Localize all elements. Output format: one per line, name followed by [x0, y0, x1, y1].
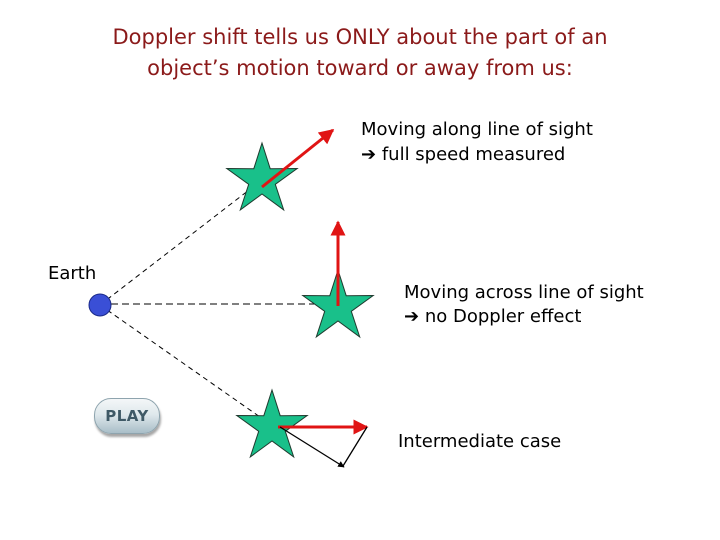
across-label-line-2: ➔ no Doppler effect	[404, 305, 581, 329]
velocity-component-line	[279, 426, 345, 468]
arrow-right-icon: ➔	[404, 306, 420, 327]
play-button[interactable]: PLAY	[94, 398, 160, 434]
arrow-right-icon: ➔	[361, 144, 377, 165]
along-label-line-2: ➔ full speed measured	[361, 143, 565, 167]
across-label-text: no Doppler effect	[424, 306, 582, 327]
earth-label: Earth	[48, 263, 97, 284]
velocity-arrow-along	[261, 128, 335, 189]
along-label-text: full speed measured	[381, 144, 566, 165]
title-line-2: object’s motion toward or away from us:	[147, 56, 573, 80]
along-label-line-1: Moving along line of sight	[361, 119, 593, 140]
earth-icon	[88, 293, 112, 317]
intermediate-label: Intermediate case	[398, 431, 562, 452]
velocity-resultant-line	[342, 426, 368, 467]
sight-line-bottom	[99, 304, 271, 425]
star-top-icon	[225, 141, 299, 212]
title-line-1: Doppler shift tells us ONLY about the pa…	[112, 25, 608, 49]
star-bottom-icon	[235, 388, 309, 459]
across-label-line-1: Moving across line of sight	[404, 282, 644, 303]
sight-line-top	[99, 179, 263, 306]
page-title: Doppler shift tells us ONLY about the pa…	[0, 22, 720, 84]
